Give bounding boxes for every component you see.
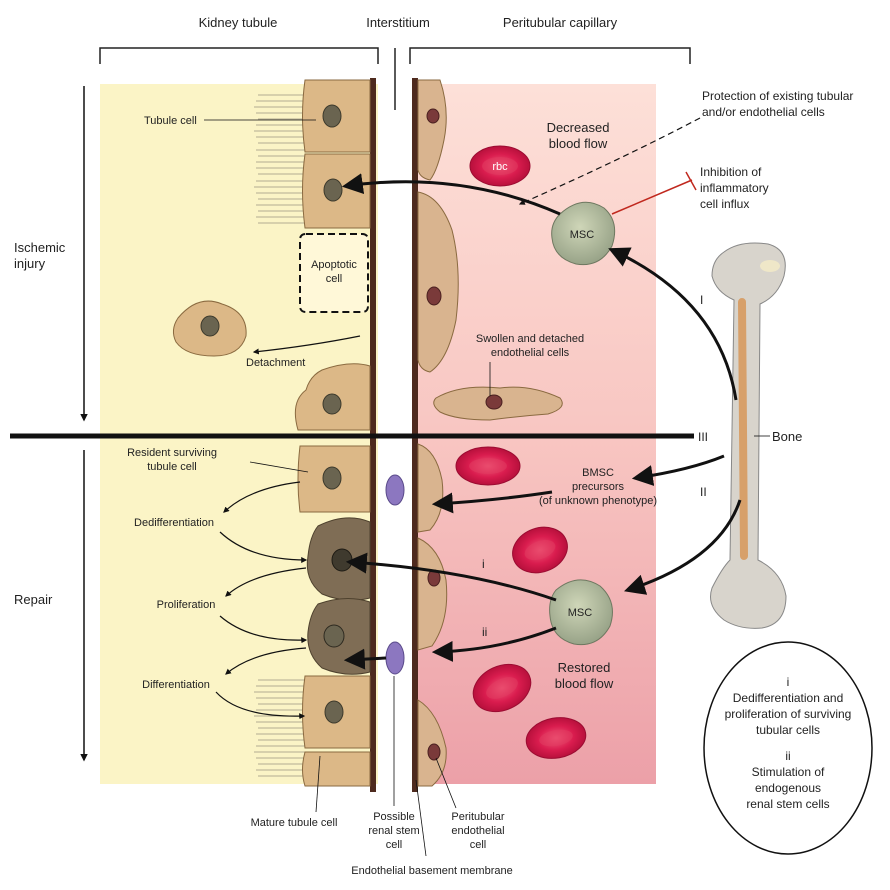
label-roman-I: I xyxy=(700,293,703,307)
label-basement-membrane: Endothelial basement membrane xyxy=(351,865,512,877)
label-endothelial-cell-2: endothelial xyxy=(451,825,504,837)
legend-i: i xyxy=(787,675,790,689)
label-ischemic-injury: Ischemic xyxy=(14,240,66,255)
resident-tubule-cell xyxy=(298,446,370,512)
label-detachment: Detachment xyxy=(246,357,305,369)
capillary-bracket xyxy=(410,48,690,64)
legend-i-line3: tubular cells xyxy=(756,723,820,737)
label-protection-2: and/or endothelial cells xyxy=(702,105,825,119)
tubule-cell-top-1 xyxy=(303,80,371,152)
legend-ii-line1: Stimulation of xyxy=(752,765,825,779)
renal-stem-cell-2 xyxy=(386,642,404,674)
label-resident-2: tubule cell xyxy=(147,461,197,473)
header-kidney-tubule: Kidney tubule xyxy=(199,15,278,30)
label-decreased-blood-flow: Decreased xyxy=(547,120,610,135)
dedifferentiated-cell-2 xyxy=(308,598,370,674)
arrow-stem-to-cell xyxy=(348,658,386,660)
label-differentiation: Differentiation xyxy=(142,679,210,691)
rbc-bottom-1 xyxy=(456,447,520,485)
label-protection: Protection of existing tubular xyxy=(702,89,853,103)
label-roman-II: II xyxy=(700,485,707,499)
label-bmsc-2: precursors xyxy=(572,481,624,493)
label-restored-blood-flow-2: blood flow xyxy=(555,676,614,691)
apoptotic-cell-label: Apoptotic xyxy=(311,259,357,271)
header-peritubular-capillary: Peritubular capillary xyxy=(503,15,618,30)
label-renal-stem-cell-2: renal stem xyxy=(368,825,419,837)
msc-bottom-label: MSC xyxy=(568,607,593,619)
renal-stem-cell-1 xyxy=(386,475,404,505)
label-renal-stem-cell: Possible xyxy=(373,811,415,823)
label-repair: Repair xyxy=(14,592,53,607)
label-roman-III: III xyxy=(698,430,708,444)
label-decreased-blood-flow-2: blood flow xyxy=(549,136,608,151)
label-inhibition-2: inflammatory xyxy=(700,181,769,195)
legend-ii-line2: endogenous xyxy=(755,781,821,795)
legend-i-line2: proliferation of surviving xyxy=(725,707,852,721)
legend-circle xyxy=(704,642,872,854)
legend-ii-line3: renal stem cells xyxy=(746,797,829,811)
apoptotic-cell-label-2: cell xyxy=(326,273,343,285)
rbc-label: rbc xyxy=(492,161,508,173)
inhibition-bar xyxy=(686,172,696,190)
label-small-i: i xyxy=(482,557,485,571)
label-inhibition: Inhibition of xyxy=(700,165,762,179)
label-dedifferentiation: Dedifferentiation xyxy=(134,517,214,529)
kidney-tubule-bracket xyxy=(100,48,378,64)
header-interstitium: Interstitium xyxy=(366,15,430,30)
label-restored-blood-flow: Restored xyxy=(558,660,611,675)
dedifferentiated-cell-1 xyxy=(307,518,370,600)
label-mature-tubule-cell: Mature tubule cell xyxy=(251,817,338,829)
label-swollen-2: endothelial cells xyxy=(491,347,570,359)
tubule-cell-top-2 xyxy=(303,154,371,228)
label-resident: Resident surviving xyxy=(127,447,217,459)
legend-i-line1: Dedifferentiation and xyxy=(733,691,844,705)
mature-tubule-cell-2 xyxy=(303,752,371,786)
label-bone: Bone xyxy=(772,429,802,444)
label-endothelial-cell: Peritubular xyxy=(451,811,505,823)
label-inhibition-3: cell influx xyxy=(700,197,749,211)
label-tubule-cell: Tubule cell xyxy=(144,115,197,127)
msc-top-label: MSC xyxy=(570,229,595,241)
mature-tubule-cell-1 xyxy=(303,676,371,748)
label-small-ii: ii xyxy=(482,625,487,639)
label-bmsc: BMSC xyxy=(582,467,614,479)
label-swollen: Swollen and detached xyxy=(476,333,584,345)
basement-leader xyxy=(416,780,426,856)
label-ischemic-injury-2: injury xyxy=(14,256,46,271)
legend-ii: ii xyxy=(785,749,790,763)
label-bmsc-3: (of unknown phenotype) xyxy=(539,495,657,507)
label-renal-stem-cell-3: cell xyxy=(386,839,403,851)
label-endothelial-cell-3: cell xyxy=(470,839,487,851)
label-proliferation: Proliferation xyxy=(157,599,216,611)
